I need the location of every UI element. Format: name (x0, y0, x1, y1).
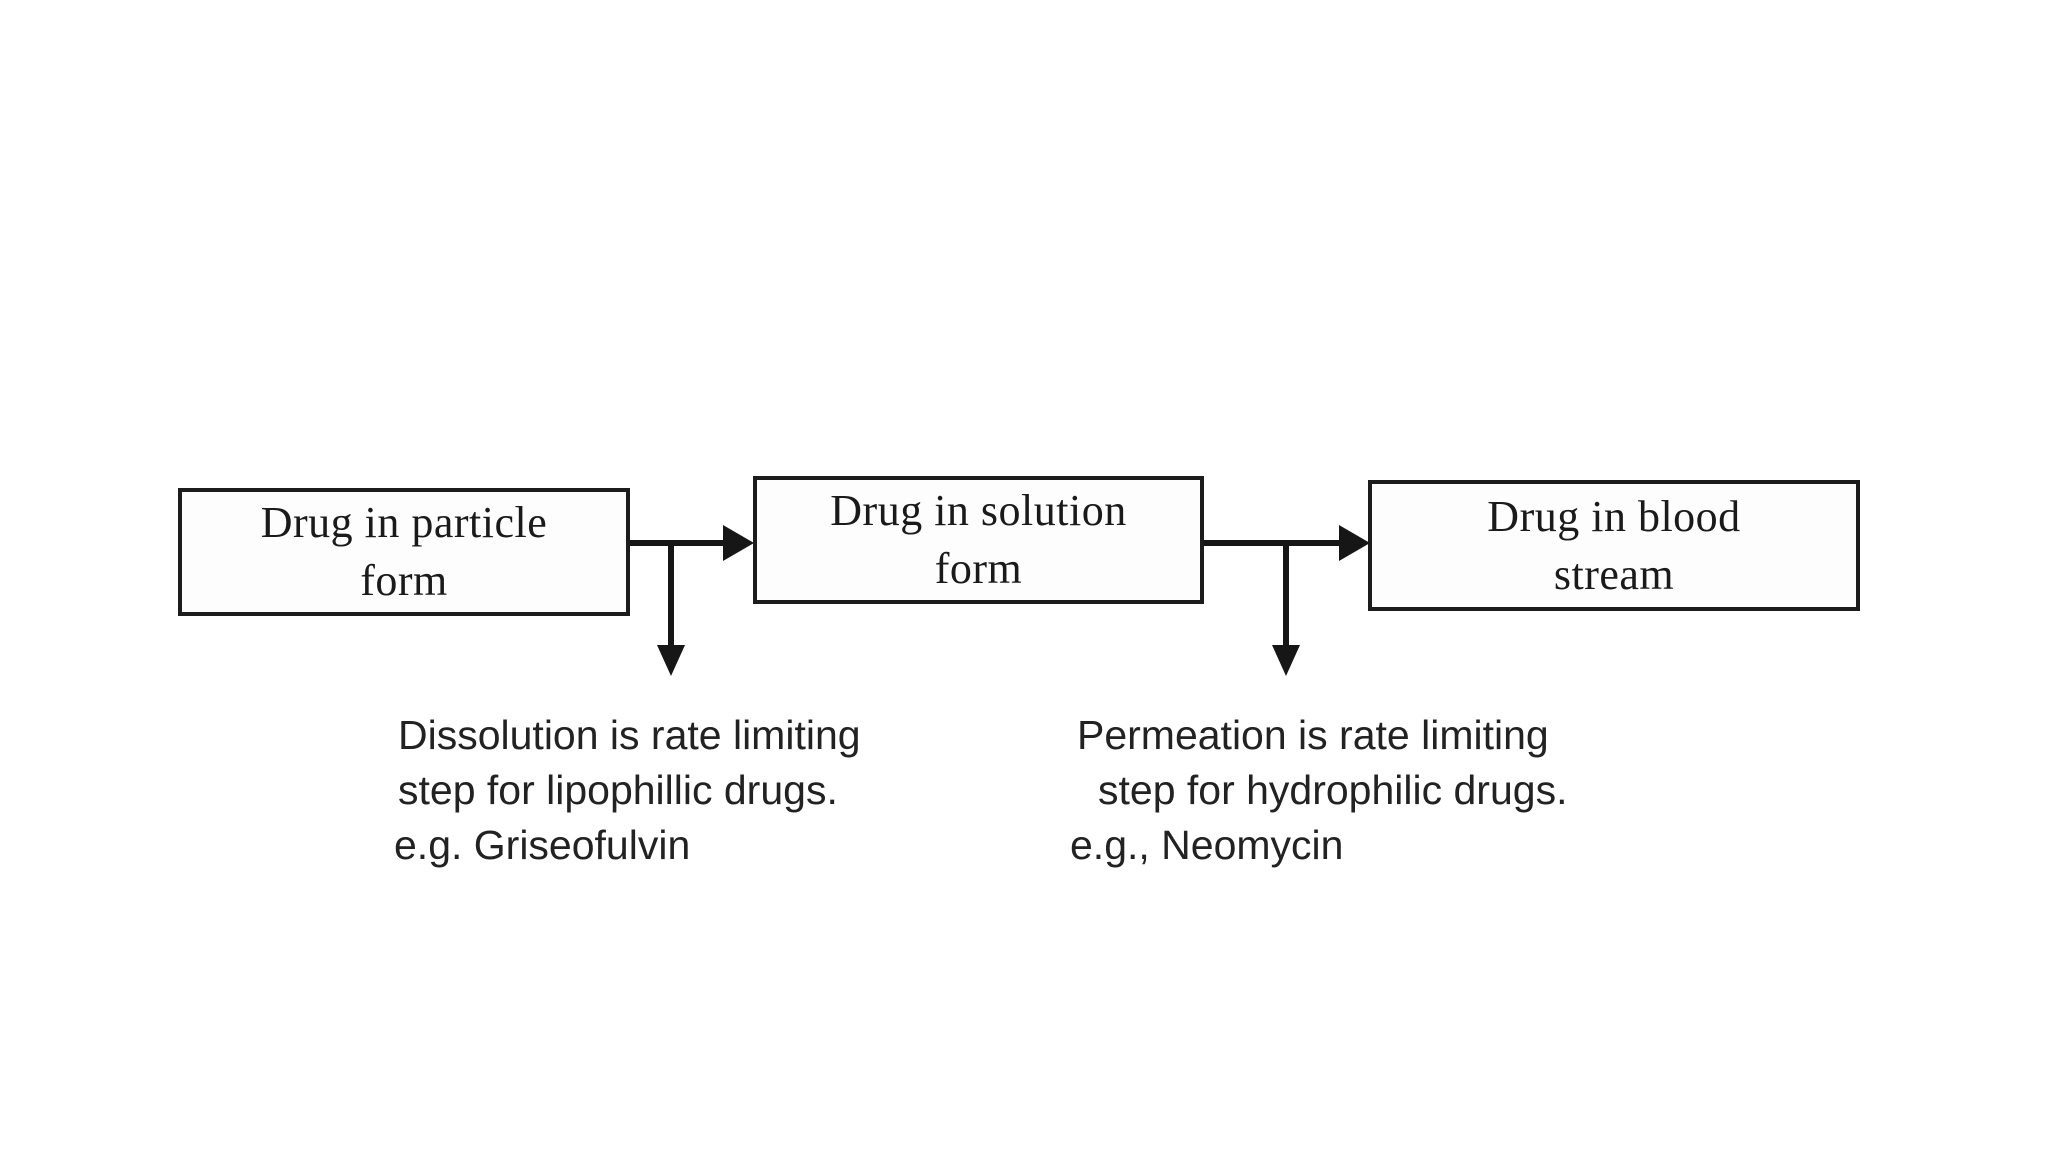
arrowhead-down-icon (657, 645, 685, 676)
note-line: e.g. Griseofulvin (394, 822, 691, 868)
box-drug-in-particle-form-label: Drug in particle form (261, 494, 548, 610)
dissolution-note: Dissolution is rate limiting step for li… (394, 708, 861, 873)
box-label-line: form (360, 556, 448, 605)
branch-line-to-dissolution-note (668, 543, 674, 645)
note-line: Dissolution is rate limiting (398, 712, 861, 758)
box-drug-in-blood-stream: Drug in blood stream (1368, 480, 1860, 611)
note-line: Permeation is rate limiting (1077, 712, 1549, 758)
connector-line-particle-to-solution (630, 540, 723, 546)
connector-line-solution-to-blood (1204, 540, 1339, 546)
note-line: e.g., Neomycin (1070, 822, 1344, 868)
box-drug-in-solution-form-label: Drug in solution form (830, 482, 1126, 598)
note-line: step for hydrophilic drugs. (1098, 767, 1568, 813)
box-drug-in-particle-form: Drug in particle form (178, 488, 630, 616)
box-label-line: form (934, 544, 1023, 593)
box-label-line: Drug in solution (830, 486, 1127, 535)
box-drug-in-solution-form: Drug in solution form (753, 476, 1204, 604)
box-label-line: Drug in blood (1487, 491, 1741, 541)
box-label-line: stream (1553, 549, 1675, 599)
box-drug-in-blood-stream-label: Drug in blood stream (1487, 488, 1740, 604)
arrowhead-right-icon (1339, 525, 1370, 561)
arrowhead-down-icon (1272, 645, 1300, 676)
box-label-line: Drug in particle (260, 498, 548, 547)
branch-line-to-permeation-note (1283, 543, 1289, 645)
permeation-note: Permeation is rate limiting step for hyd… (1070, 708, 1567, 873)
note-line: step for lipophillic drugs. (398, 767, 838, 813)
arrowhead-right-icon (723, 525, 754, 561)
